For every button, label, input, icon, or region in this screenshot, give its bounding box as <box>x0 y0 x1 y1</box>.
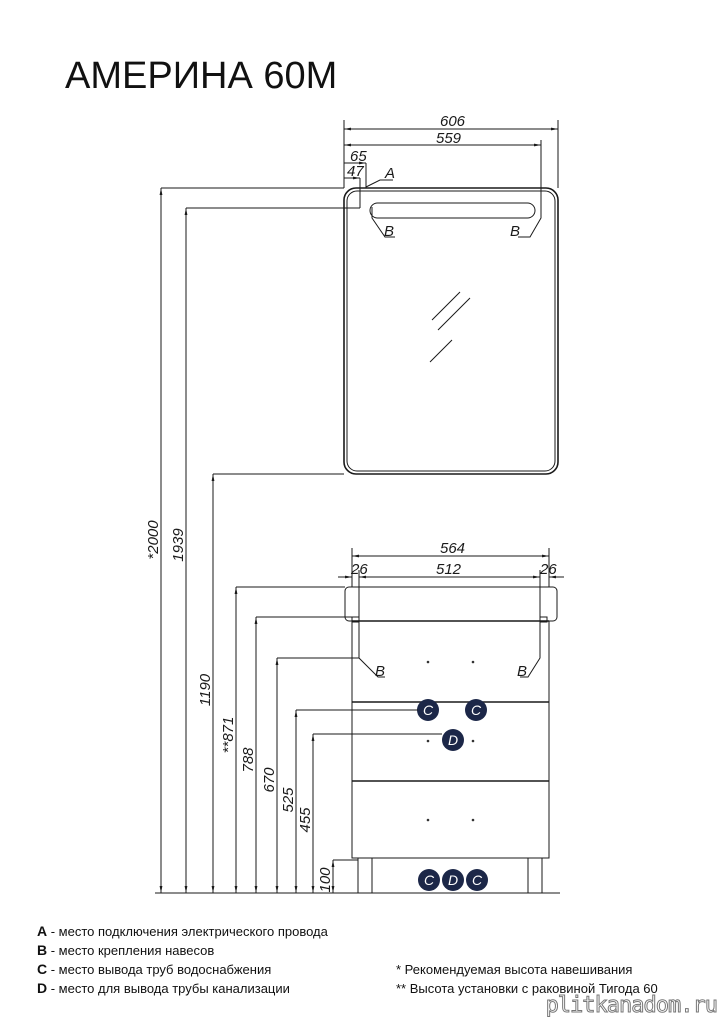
marker-c-4: C <box>466 869 488 891</box>
marker-d-1: D <box>442 729 464 751</box>
legend: A - место подключения электрического про… <box>37 922 328 998</box>
legend-item-d: D - место для вывода трубы канализации <box>37 980 290 996</box>
legend-item-b: B - место крепления навесов <box>37 942 215 958</box>
watermark: plitkanadom.ru <box>545 993 718 1019</box>
svg-text:C: C <box>424 872 435 888</box>
marker-c-1: C <box>417 699 439 721</box>
mirror-label-a: A <box>384 165 395 182</box>
mirror-label-b-right: B <box>510 223 520 240</box>
dim-26-right: 26 <box>539 561 557 578</box>
mirror-label-b-left: B <box>384 223 394 240</box>
height-dim-label: 525 <box>280 787 297 813</box>
legend-item-c: C - место вывода труб водоснабжения <box>37 961 272 977</box>
cabinet-dimensions <box>338 548 564 599</box>
mirror-dimensions <box>343 120 559 208</box>
dim-47: 47 <box>347 163 364 180</box>
note-recommended-height: * Рекомендуемая высота навешивания <box>396 962 633 977</box>
height-dim-label: 455 <box>297 807 314 833</box>
svg-text:D: D <box>448 732 458 748</box>
dim-564: 564 <box>440 540 465 557</box>
svg-text:C: C <box>472 872 483 888</box>
svg-text:D: D <box>448 872 458 888</box>
cabinet-label-b-right: B <box>517 663 527 680</box>
height-dim-label: 788 <box>240 747 257 773</box>
page-title: АМЕРИНА 60М <box>65 55 337 97</box>
svg-text:C: C <box>423 702 434 718</box>
height-dim-label: 1939 <box>170 528 187 562</box>
marker-c-2: C <box>465 699 487 721</box>
height-dim-label: 100 <box>317 867 334 893</box>
height-dim-label: *2000 <box>145 520 162 560</box>
marker-c-3: C <box>418 869 440 891</box>
cabinet-label-b-left: B <box>375 663 385 680</box>
cabinet <box>344 586 558 893</box>
dim-606: 606 <box>440 113 466 130</box>
mirror <box>343 179 559 475</box>
note-install-height: ** Высота установки с раковиной Тигода 6… <box>396 981 658 996</box>
svg-text:C: C <box>471 702 482 718</box>
dim-65: 65 <box>350 148 367 165</box>
dim-26-left: 26 <box>350 561 368 578</box>
legend-item-a: A - место подключения электрического про… <box>37 923 328 939</box>
height-dim-label: **871 <box>220 717 237 754</box>
dim-559: 559 <box>436 130 462 147</box>
notes: * Рекомендуемая высота навешивания ** Вы… <box>396 960 658 998</box>
height-dim-label: 1190 <box>197 673 214 706</box>
dim-512: 512 <box>436 561 462 578</box>
height-dim-label: 670 <box>261 767 278 793</box>
marker-d-2: D <box>442 869 464 891</box>
